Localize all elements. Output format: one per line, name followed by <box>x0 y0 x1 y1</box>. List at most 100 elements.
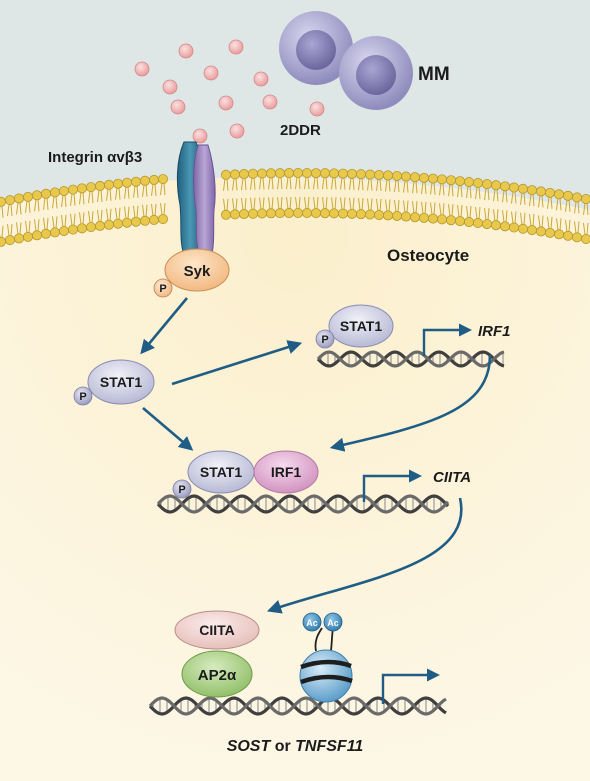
svg-text:P: P <box>321 334 328 346</box>
lipid-head <box>472 218 483 229</box>
lipid-head <box>554 189 565 200</box>
lipid-head <box>391 210 402 221</box>
svg-text:Ac: Ac <box>306 618 318 628</box>
2ddr-molecules <box>134 39 325 144</box>
lipid-head <box>400 211 411 222</box>
lipid-head <box>527 185 538 196</box>
lipid-head <box>490 180 501 191</box>
lipid-head <box>22 231 33 242</box>
lipid-head <box>463 217 474 228</box>
syk-kinase: Syk <box>164 248 230 292</box>
arrow-syk-to-stat1 <box>140 297 189 355</box>
lipid-head <box>364 169 375 180</box>
2ddr-label: 2DDR <box>280 122 321 139</box>
lipid-head <box>518 223 529 234</box>
lipid-head <box>409 212 420 223</box>
lipid-head <box>472 178 483 189</box>
arrow-irf1-gene-to-protein <box>329 354 492 452</box>
lipid-head <box>292 168 303 179</box>
lipid-head <box>382 210 393 221</box>
lipid-head <box>86 222 97 233</box>
lipid-head <box>328 168 339 179</box>
mm-cell-front <box>339 36 413 110</box>
lipid-head <box>454 216 465 227</box>
tnfsf11-gene: TNFSF11 <box>295 738 363 755</box>
2ddr-dot <box>203 65 219 81</box>
lipid-head <box>436 214 447 225</box>
lipid-head <box>319 208 330 219</box>
lipid-head <box>95 220 106 231</box>
lipid-head <box>32 230 43 241</box>
lipid-head <box>545 187 556 198</box>
target-gene-label: SOST or TNFSF11 <box>227 738 364 755</box>
lipid-head <box>418 172 429 183</box>
lipid-head <box>328 208 339 219</box>
svg-text:STAT1: STAT1 <box>200 464 242 480</box>
lipid-head <box>238 209 249 220</box>
lipid-head <box>373 209 384 220</box>
syk-phospho: P <box>153 278 173 298</box>
dna-strand <box>148 696 447 716</box>
stat1-irf1-complex: STAT1 IRF1 P <box>172 450 319 499</box>
svg-text:Ac: Ac <box>327 618 339 628</box>
osteocyte-label: Osteocyte <box>387 246 469 265</box>
2ddr-dot <box>262 94 278 110</box>
2ddr-dot <box>228 39 244 55</box>
lipid-head <box>518 183 529 194</box>
lipid-head <box>337 208 348 219</box>
or-text: or <box>270 738 295 755</box>
lipid-head <box>409 172 420 183</box>
lipid-head <box>427 213 438 224</box>
lipid-head <box>373 169 384 180</box>
lipid-head <box>572 192 583 203</box>
integrin-beta-subunit <box>193 144 216 255</box>
signaling-arrows <box>140 297 492 614</box>
lipid-head <box>86 182 97 193</box>
lipid-head <box>283 168 294 179</box>
2ddr-dot <box>309 101 325 117</box>
lipid-head <box>581 233 590 244</box>
acetyl-mark-right <box>323 612 343 632</box>
lipid-head <box>445 215 456 226</box>
lipid-head <box>229 169 240 180</box>
lipid-head <box>427 173 438 184</box>
lipid-head <box>337 168 348 179</box>
ap2a-protein: AP2α <box>181 650 253 698</box>
lipid-head <box>301 168 312 179</box>
arrow-ciita-gene-to-protein <box>266 497 463 614</box>
lipid-head <box>527 225 538 236</box>
lipid-head <box>229 209 240 220</box>
lipid-head <box>130 176 141 187</box>
lipid-head <box>563 190 574 201</box>
stat1-on-irf1-promoter: STAT1 P <box>315 304 394 349</box>
integrin-receptor <box>176 141 216 256</box>
lipid-head <box>283 208 294 219</box>
lipid-head <box>418 212 429 223</box>
tss-irf1 <box>422 323 472 356</box>
2ddr-dot <box>253 71 269 87</box>
lipid-head <box>238 169 249 180</box>
lipid-head <box>499 221 510 232</box>
lipid-head <box>301 208 312 219</box>
lipid-head <box>148 214 159 225</box>
lipid-head <box>346 208 357 219</box>
svg-text:P: P <box>178 484 185 496</box>
lipid-head <box>292 208 303 219</box>
lipid-head <box>68 224 79 235</box>
lipid-head <box>104 219 115 230</box>
2ddr-dot <box>162 79 178 95</box>
lipid-head <box>247 168 258 179</box>
dna-strand <box>316 350 505 368</box>
svg-text:P: P <box>79 391 86 403</box>
lipid-head <box>0 196 6 207</box>
lipid-head <box>139 215 150 226</box>
lipid-head <box>499 181 510 192</box>
lipid-head <box>157 214 168 225</box>
lipid-head <box>59 225 70 236</box>
lipid-head <box>391 170 402 181</box>
lipid-head <box>536 186 547 197</box>
lipid-head <box>572 232 583 243</box>
lipid-head <box>0 236 6 247</box>
dna-strand <box>148 696 447 716</box>
arrow-stat1-to-irf1-promoter <box>171 340 303 386</box>
